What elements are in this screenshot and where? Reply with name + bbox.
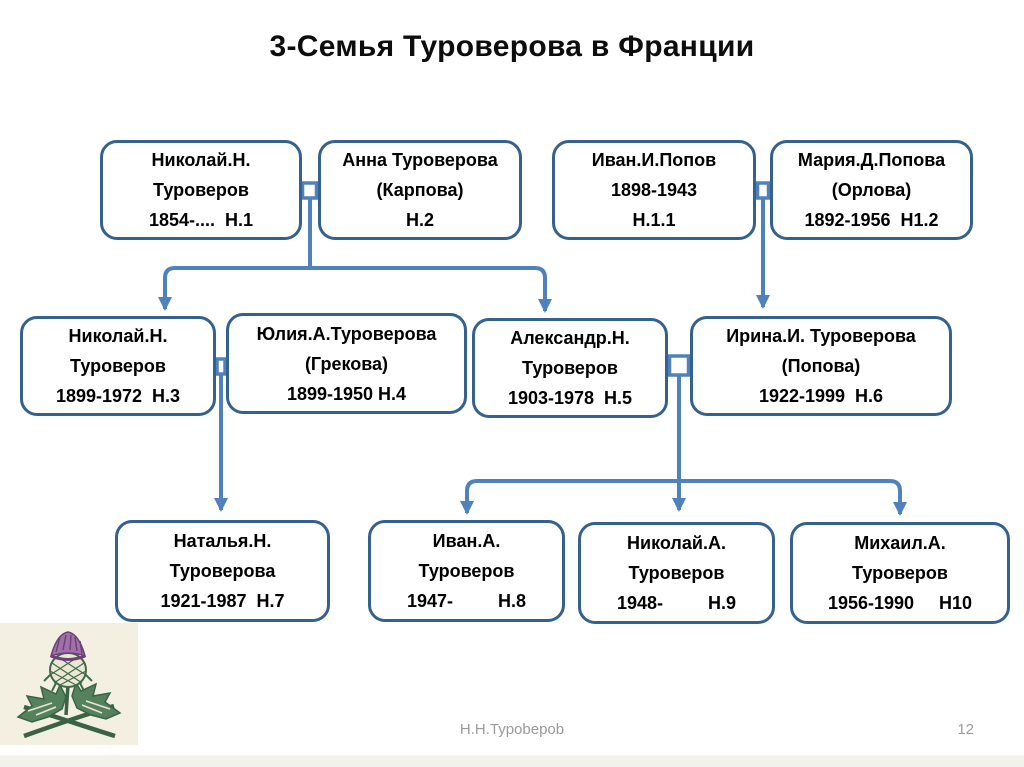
person-name-line: Туроверова (169, 561, 276, 581)
person-box-h12: Мария.Д.Попова (Орлова) 1892-1956 Н1.2 (770, 140, 973, 240)
person-dates-line: 1892-1956 Н1.2 (804, 210, 939, 230)
footer-author-text: H.H.Typobepob (459, 721, 565, 738)
person-box-h4: Юлия.А.Туроверова (Грекова) 1899-1950 Н.… (226, 313, 467, 414)
person-name-line: (Орлова) (831, 180, 912, 200)
person-dates-line: 1921-1987 Н.7 (160, 591, 285, 611)
person-name-line: Туроверов (70, 356, 166, 376)
person-name-line: Иван.А. (432, 531, 501, 551)
marriage-tick-h3-h4 (215, 357, 227, 376)
person-box-h5: Александр.Н. Туроверов 1903-1978 Н.5 (472, 318, 668, 418)
person-dates-line: Н.1.1 (632, 210, 676, 230)
person-name-line: Николай.Н. (68, 326, 168, 346)
slide-title: 3-Семья Туроверова в Франции (269, 30, 755, 63)
person-box-h1: Николай.Н. Туроверов 1854-.... Н.1 (100, 140, 302, 240)
person-dates-line: 1922-1999 Н.6 (758, 386, 884, 406)
person-name-line: Николай.Н. (151, 150, 251, 170)
person-name-line: (Грекова) (304, 353, 389, 374)
person-name-line: Александр.Н. (510, 328, 630, 348)
connector-familyA-children (158, 266, 552, 313)
person-dates-line: Н.2 (405, 210, 434, 230)
person-name-line: Туроверов (522, 358, 618, 378)
marriage-tick-h11-h12 (755, 181, 771, 200)
person-dates-line: 1956-1990 Н10 (827, 593, 973, 613)
thistle-emblem-image (0, 623, 138, 745)
marriage-tick-h5-h6 (667, 354, 691, 377)
person-name-line: Туроверов (628, 563, 725, 583)
connector-familyD-outer-children (460, 479, 907, 516)
person-box-h3: Николай.Н. Туроверов 1899-1972 Н.3 (20, 316, 216, 416)
person-dates-line: 1899-1972 Н.3 (55, 386, 181, 406)
person-box-h7: Наталья.Н. Туроверова 1921-1987 Н.7 (115, 520, 330, 622)
person-name-line: Николай.А. (627, 533, 726, 553)
person-name-line: Михаил.А. (854, 533, 946, 553)
person-dates-line: 1948- Н.9 (616, 593, 737, 613)
person-box-h10: Михаил.А. Туроверов 1956-1990 Н10 (790, 522, 1010, 624)
person-dates-line: 1899-1950 Н.4 (286, 383, 407, 404)
person-name-line: Туроверов (153, 180, 249, 200)
person-dates-line: 1947- Н.8 (406, 591, 527, 611)
person-box-h6: Ирина.И. Туроверова (Попова) 1922-1999 Н… (690, 316, 952, 416)
person-box-h2: Анна Туроверова (Карпова) Н.2 (318, 140, 522, 240)
person-dates-line: 1854-.... Н.1 (148, 210, 254, 230)
person-box-h9: Николай.А. Туроверов 1948- Н.9 (578, 522, 775, 624)
person-name-line: Иван.И.Попов (591, 150, 717, 170)
thistle-icon (16, 631, 122, 739)
person-name-line: Туроверов (418, 561, 515, 581)
person-name-line: (Попова) (781, 356, 861, 376)
person-name-line: (Карпова) (376, 180, 464, 200)
person-dates-line: 1898-1943 (610, 180, 698, 200)
person-name-line: Юлия.А.Туроверова (256, 323, 437, 344)
person-name-line: Мария.Д.Попова (797, 150, 946, 170)
person-box-h11: Иван.И.Попов 1898-1943 Н.1.1 (552, 140, 756, 240)
person-name-line: Анна Туроверова (342, 150, 498, 170)
marriage-tick-h1-h2 (300, 181, 319, 200)
person-box-h8: Иван.А. Туроверов 1947- Н.8 (368, 520, 565, 622)
person-name-line: Ирина.И. Туроверова (726, 326, 916, 346)
person-name-line: Туроверов (852, 563, 948, 583)
person-name-line: Наталья.Н. (173, 531, 272, 551)
footer-strip (0, 755, 1024, 767)
slide-page-number: 12 (957, 721, 974, 738)
person-dates-line: 1903-1978 Н.5 (507, 388, 633, 408)
